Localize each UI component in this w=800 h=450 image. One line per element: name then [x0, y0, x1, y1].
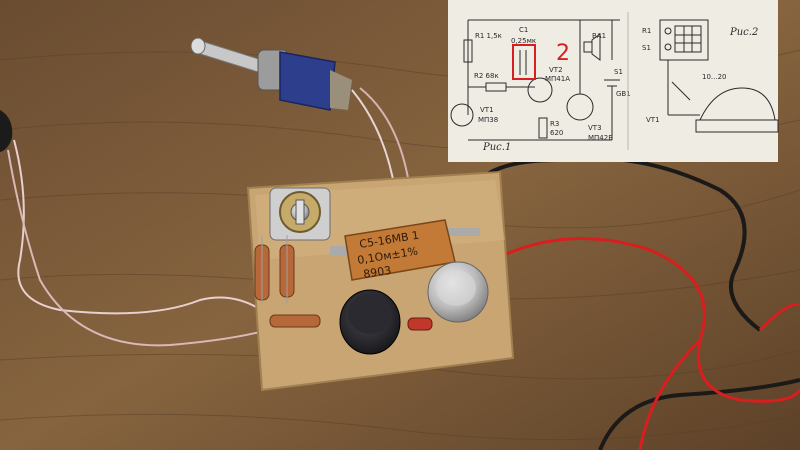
label-vt1: VT1 — [480, 106, 494, 114]
trimmer-resistor — [269, 187, 331, 241]
label-r1: R1 1,5к — [475, 32, 502, 40]
schematic-fig1 — [450, 19, 620, 141]
fig2-label-r1: R1 — [642, 27, 651, 35]
red-highlight-box — [512, 44, 536, 80]
precision-resistor: С5-16МВ 1 0,1Ом±1% 8903 — [330, 219, 480, 281]
label-vt2: VT2 — [549, 66, 563, 74]
label-vt1-type: МП38 — [478, 116, 498, 124]
label-ba1: ВА1 — [592, 32, 606, 40]
fig2-label-s1: S1 — [642, 44, 651, 52]
black-wire — [468, 156, 762, 332]
small-resistors — [254, 235, 433, 331]
label-vt3-type: МП42Б — [588, 134, 613, 142]
caption-fig2: Рис.2 — [729, 27, 758, 38]
label-gb1: GB1 — [616, 90, 631, 98]
red-mark-2: 2 — [556, 41, 570, 66]
dark-object-left — [0, 110, 13, 152]
label-s1: S1 — [614, 68, 623, 76]
schematic-fig2 — [659, 19, 779, 133]
black-transistor — [339, 289, 401, 355]
label-vt2-type: МП41А — [545, 75, 570, 83]
caption-fig1: Рис.1 — [482, 142, 511, 153]
label-r2: R2 68к — [474, 72, 499, 80]
label-r3: R3 — [550, 120, 559, 128]
red-wires — [477, 237, 800, 450]
schematic-paper: 2 R1 1,5к C1 0,25мк R2 68к VT2 МП41А VT1… — [448, 0, 779, 162]
black-wire-2 — [598, 378, 800, 450]
label-c1: C1 — [519, 26, 528, 34]
label-r3-value: 620 — [550, 129, 563, 137]
fig2-label-distance: 10...20 — [702, 73, 727, 81]
pink-wires — [7, 87, 411, 347]
label-c1-value: 0,25мк — [511, 37, 536, 45]
resistor-label-line3: 8903 — [362, 264, 392, 281]
label-vt3: VT3 — [588, 124, 602, 132]
fig2-label-vt1: VT1 — [646, 116, 660, 124]
metal-transistor — [427, 261, 489, 323]
toggle-switch — [190, 37, 352, 111]
